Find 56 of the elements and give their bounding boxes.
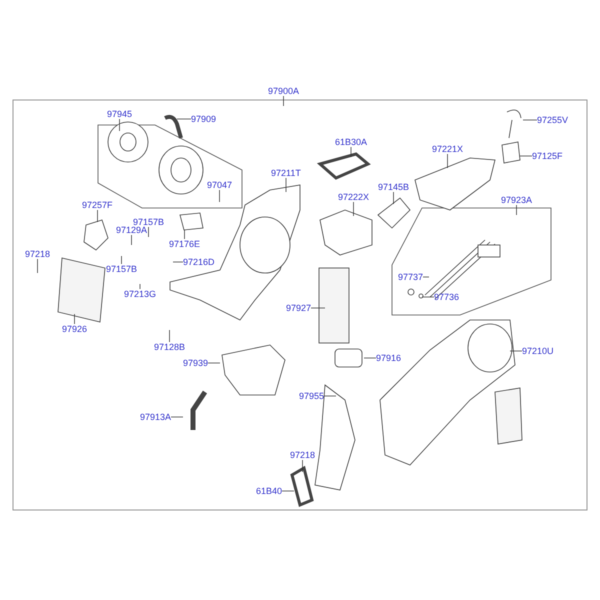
leader-line	[97, 210, 98, 222]
leader-line	[176, 118, 192, 120]
callout-number: 97221X	[432, 144, 464, 154]
callout-number: 97128B	[154, 342, 186, 352]
leader-line	[184, 230, 185, 240]
leader-line	[74, 314, 75, 324]
callout-number: 97900A	[268, 86, 300, 96]
callout-number: 97926	[62, 324, 88, 334]
callout-number: 97736	[434, 292, 460, 302]
callout-number: 97955	[299, 391, 324, 401]
callout-number: 97157B	[106, 264, 138, 274]
callout-number: 97923A	[501, 195, 532, 205]
leader-line	[302, 460, 303, 472]
leader-line	[350, 146, 352, 158]
callout-number: 97210U	[522, 346, 554, 356]
leader-line	[510, 350, 522, 352]
callout-number: 97916	[376, 353, 402, 363]
callout-number: 97047	[207, 180, 232, 190]
leader-line	[282, 490, 294, 492]
leader-line	[447, 154, 448, 168]
leader-line	[121, 256, 122, 264]
leader-line	[119, 118, 120, 132]
callout-number: 97125F	[532, 151, 563, 161]
leader-line	[353, 202, 354, 216]
callout-number: 97129A	[116, 225, 148, 235]
callout-number: 97257F	[82, 200, 113, 210]
leader-line	[422, 296, 434, 298]
callout-number: 61B30A	[335, 137, 368, 147]
callout-number: 61B40	[256, 486, 282, 496]
callout-number: 97176E	[169, 239, 200, 249]
leader-line	[131, 234, 132, 246]
callout-number: 97737	[398, 272, 424, 282]
leader-line	[422, 276, 430, 278]
leader-line	[170, 416, 184, 418]
callout-number: 97216D	[183, 257, 215, 267]
callout-number: 97927	[286, 303, 312, 313]
callout-number: 97909	[191, 114, 216, 124]
callout-number: 97157B	[133, 217, 164, 227]
callout-number: 97213G	[124, 289, 156, 299]
callout-number: 97145B	[378, 182, 410, 192]
callout-number: 97945	[107, 109, 132, 119]
callout-number: 97255V	[537, 115, 568, 125]
leader-line	[169, 330, 170, 342]
callout-number: 97211T	[271, 168, 301, 178]
leader-line	[148, 226, 149, 238]
leader-line	[219, 190, 220, 202]
leader-line	[208, 362, 220, 364]
leader-line	[516, 204, 517, 216]
leader-line	[283, 96, 284, 106]
callout-number: 97913A	[140, 412, 172, 422]
leader-line	[393, 192, 394, 204]
callout-number: 97218	[25, 249, 50, 259]
leader-line	[37, 258, 38, 274]
callout-number: 97222X	[338, 192, 370, 202]
callout-number: 97939	[183, 358, 208, 368]
callout-number: 97218	[290, 450, 316, 460]
